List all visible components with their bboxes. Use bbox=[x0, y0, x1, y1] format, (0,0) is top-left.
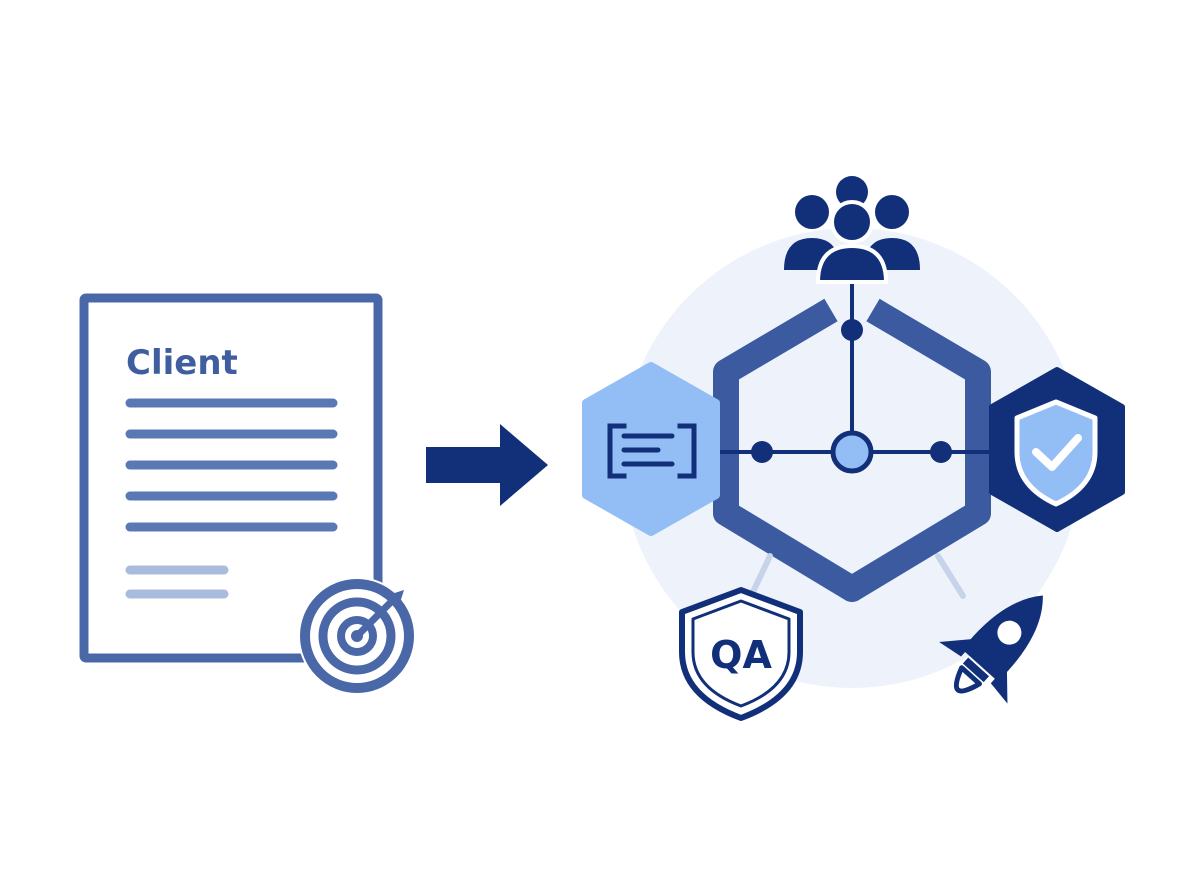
network-node bbox=[751, 441, 773, 463]
rocket-icon bbox=[939, 595, 1043, 704]
form-icon bbox=[582, 362, 720, 536]
hexagon-leg bbox=[749, 553, 773, 597]
central-hexagon bbox=[713, 298, 991, 602]
shield-check-icon bbox=[989, 367, 1125, 532]
client-document: Client bbox=[79, 293, 383, 663]
qa-label: QA bbox=[710, 633, 772, 677]
document-lines bbox=[125, 398, 338, 532]
central-node bbox=[830, 430, 874, 474]
network-node bbox=[930, 441, 952, 463]
target-icon bbox=[298, 577, 416, 695]
network-node bbox=[841, 319, 863, 341]
hexagon-leg bbox=[935, 553, 966, 599]
arrow-right-icon bbox=[426, 424, 548, 506]
document-faded-lines bbox=[125, 565, 229, 599]
document-title: Client bbox=[126, 343, 238, 383]
qa-shield-icon: QA bbox=[679, 587, 803, 721]
team-icon bbox=[784, 176, 920, 284]
